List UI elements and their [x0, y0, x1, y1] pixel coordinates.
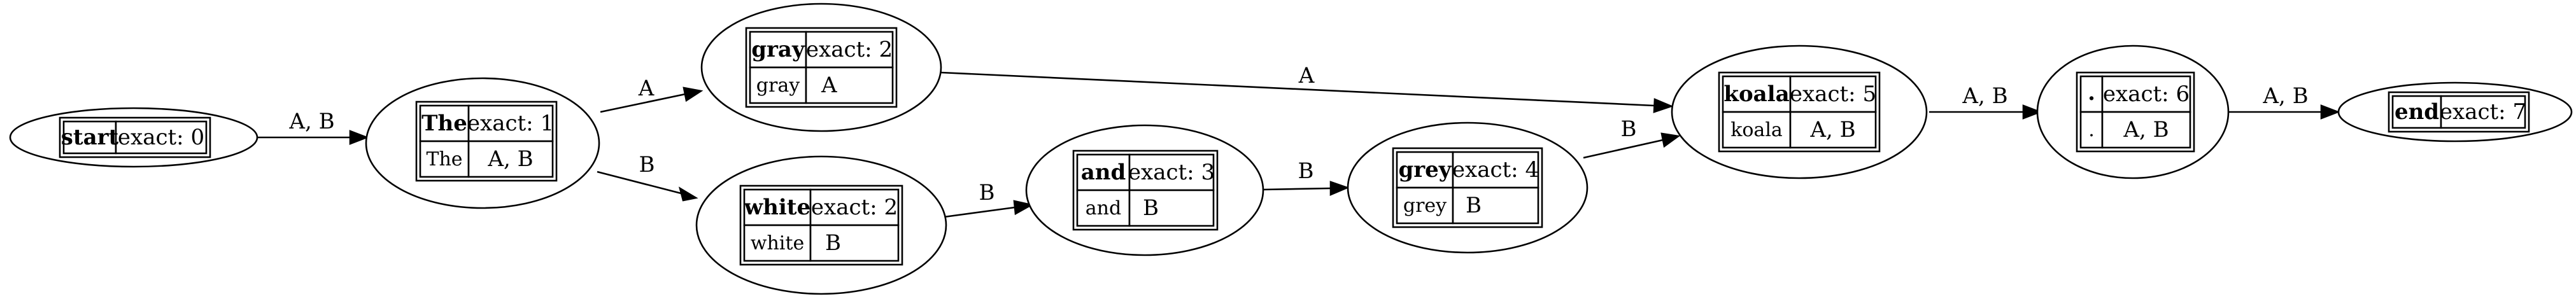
node-reading: . — [2088, 119, 2095, 141]
node-title: koala — [1723, 81, 1789, 107]
edges: A, B A B A B B — [258, 63, 2340, 218]
node-witnesses: A, B — [487, 146, 533, 172]
edge-period-end: A, B — [2228, 83, 2340, 120]
edge-label: B — [639, 152, 655, 177]
edge-the-white: B — [597, 152, 698, 202]
node-witnesses: B — [1466, 193, 1482, 218]
edge-label: A — [638, 76, 655, 101]
node-rank: exact: 6 — [2103, 81, 2190, 107]
node-the: The exact: 1 The A, B — [365, 77, 600, 209]
edge-label: A — [1298, 63, 1315, 88]
node-rank: exact: 4 — [1452, 157, 1539, 183]
node-title: grey — [1398, 157, 1452, 183]
node-reading: grey — [1403, 195, 1447, 217]
edge-white-and: B — [944, 180, 1034, 218]
edge-and-grey: B — [1263, 158, 1350, 196]
node-gray: gray exact: 2 gray A — [700, 3, 942, 132]
node-reading: white — [751, 232, 804, 254]
edge-grey-koala: B — [1583, 116, 1681, 159]
node-rank: exact: 2 — [806, 37, 893, 62]
node-rank: exact: 2 — [811, 195, 898, 220]
edge-koala-period: A, B — [1929, 83, 2042, 120]
edge-label: A, B — [1962, 83, 2007, 109]
node-reading: and — [1086, 197, 1121, 219]
edge-label: B — [1621, 116, 1637, 142]
node-reading: gray — [756, 74, 800, 97]
node-rank: exact: 7 — [2440, 99, 2526, 125]
node-end: end exact: 7 — [2337, 81, 2573, 143]
node-rank: exact: 3 — [1128, 160, 1215, 185]
node-rank: exact: 1 — [467, 111, 554, 136]
edge-label: B — [1298, 158, 1314, 184]
node-witnesses: A, B — [1809, 117, 1855, 143]
nodes: start exact: 0 The exact: 1 The A, B gra… — [9, 3, 2573, 295]
node-title: . — [2088, 80, 2095, 106]
node-reading: The — [426, 148, 462, 170]
edge-label: A, B — [2262, 83, 2308, 109]
node-title: The — [421, 111, 467, 136]
node-start: start exact: 0 — [9, 107, 258, 168]
node-period: . exact: 6 . A, B — [2036, 45, 2230, 179]
node-title: gray — [751, 37, 805, 62]
node-rank: exact: 0 — [118, 125, 204, 150]
node-title: end — [2395, 99, 2439, 125]
node-reading: koala — [1730, 119, 1783, 141]
node-title: white — [744, 195, 810, 220]
edge-the-gray: A — [600, 76, 704, 113]
node-witnesses: A — [821, 73, 837, 98]
node-rank: exact: 5 — [1790, 81, 1876, 107]
edge-label: A, B — [288, 109, 334, 134]
edge-start-the: A, B — [258, 109, 369, 145]
node-title: start — [61, 125, 119, 150]
node-witnesses: B — [825, 230, 841, 256]
edge-label: B — [979, 180, 995, 205]
node-title: and — [1081, 160, 1126, 185]
node-koala: koala exact: 5 koala A, B — [1671, 45, 1928, 179]
node-witnesses: A, B — [2123, 117, 2169, 143]
edge-gray-koala: A — [940, 63, 1674, 113]
node-witnesses: B — [1143, 195, 1159, 221]
node-white: white exact: 2 white B — [695, 155, 947, 295]
node-grey: grey exact: 4 grey B — [1347, 122, 1589, 254]
node-and: and exact: 3 and B — [1025, 124, 1264, 256]
